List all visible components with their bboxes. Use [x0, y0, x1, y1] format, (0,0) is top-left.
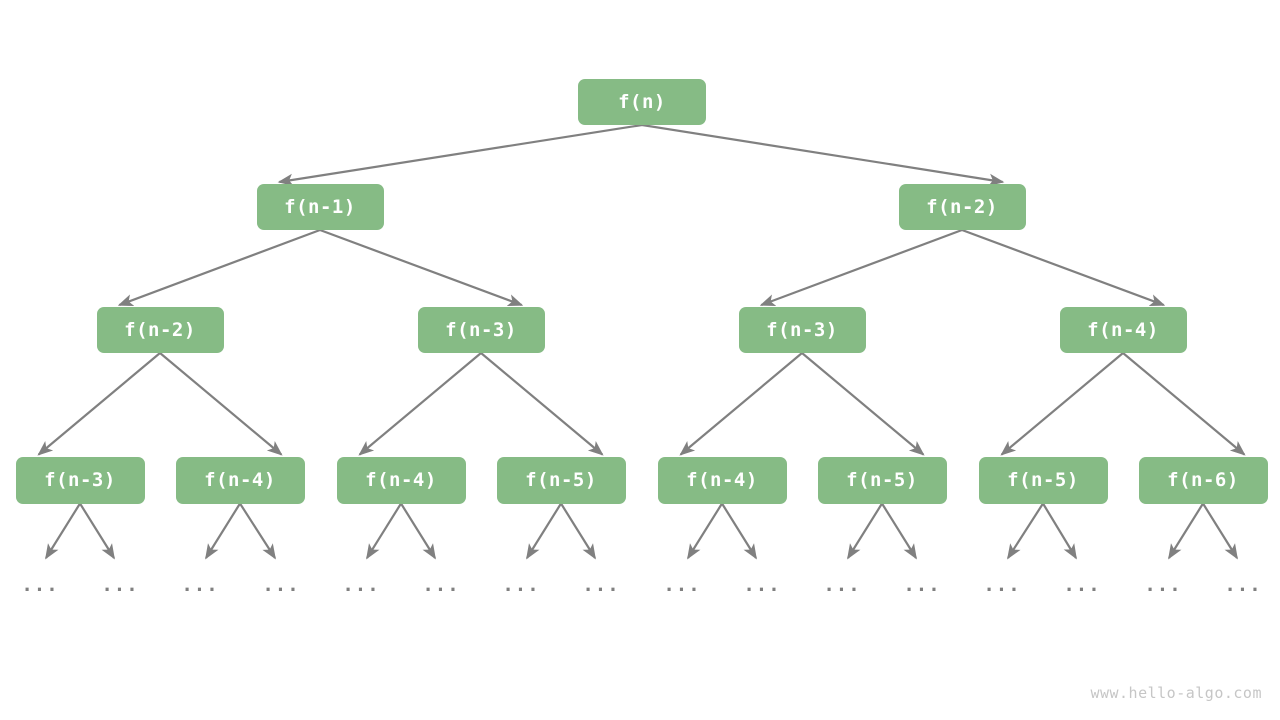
tree-edge-stub [847, 502, 883, 560]
tree-edge [961, 228, 1166, 307]
tree-node-label: f(n-4) [204, 469, 276, 491]
tree-edge-stub [721, 502, 757, 560]
tree-node-label: f(n-4) [686, 469, 758, 491]
tree-node: f(n-4) [336, 456, 466, 504]
ellipsis-marker: ... [342, 574, 380, 596]
ellipsis-marker: ... [823, 574, 861, 596]
tree-edge [679, 352, 803, 456]
tree-edge-stub [881, 502, 917, 560]
tree-edge [37, 352, 161, 456]
ellipsis-marker: ... [903, 574, 941, 596]
tree-edge-stub [1168, 502, 1204, 560]
tree-node: f(n-4) [1059, 307, 1187, 353]
tree-edge [159, 352, 283, 456]
tree-edge [358, 352, 482, 456]
tree-edge-stub [400, 502, 436, 560]
tree-node: f(n-3) [738, 307, 866, 353]
tree-node: f(n-5) [496, 456, 626, 504]
tree-edge [319, 228, 524, 307]
tree-node-label: f(n-5) [525, 469, 597, 491]
tree-edge-stub [205, 502, 241, 560]
tree-edge-stub [1007, 502, 1044, 560]
tree-edge-stub [1202, 502, 1238, 560]
tree-node: f(n) [578, 79, 706, 125]
ellipsis-marker: ... [1063, 574, 1101, 596]
tree-node-label: f(n-2) [926, 196, 998, 218]
tree-edge-stub [45, 502, 81, 560]
tree-node-label: f(n-3) [766, 319, 838, 341]
ellipsis-marker: ... [663, 574, 701, 596]
tree-node-label: f(n-5) [1007, 469, 1079, 491]
tree-node-label: f(n-4) [1087, 319, 1159, 341]
tree-node: f(n-2) [898, 184, 1026, 230]
tree-node: f(n-4) [175, 456, 305, 504]
tree-edge-stub [239, 502, 276, 560]
tree-node-label: f(n-5) [846, 469, 918, 491]
tree-edge [641, 123, 1005, 186]
ellipsis-marker: ... [101, 574, 139, 596]
ellipsis-marker: ... [1144, 574, 1182, 596]
tree-edge-stub [1042, 502, 1077, 560]
tree-node: f(n-6) [1138, 456, 1268, 504]
tree-node-label: f(n-3) [445, 319, 517, 341]
tree-edge [117, 228, 321, 307]
ellipsis-marker: ... [743, 574, 781, 596]
tree-node-label: f(n) [618, 91, 666, 113]
tree-node: f(n-3) [417, 307, 545, 353]
tree-node: f(n-3) [15, 456, 145, 504]
tree-edge [480, 352, 604, 456]
tree-edge [1000, 352, 1124, 456]
tree-node-label: f(n-1) [284, 196, 356, 218]
ellipsis-marker: ... [181, 574, 219, 596]
tree-node: f(n-5) [978, 456, 1108, 504]
ellipsis-marker: ... [582, 574, 620, 596]
tree-node-label: f(n-3) [44, 469, 116, 491]
tree-edge-stub [79, 502, 115, 560]
tree-edge [759, 228, 963, 307]
ellipsis-marker: ... [1224, 574, 1262, 596]
ellipsis-marker: ... [262, 574, 300, 596]
tree-node-label: f(n-6) [1167, 469, 1239, 491]
tree-edge-stub [526, 502, 562, 560]
tree-node-label: f(n-2) [124, 319, 196, 341]
tree-edge-stub [366, 502, 402, 560]
ellipsis-marker: ... [983, 574, 1021, 596]
tree-edge [801, 352, 925, 456]
tree-node: f(n-1) [256, 184, 384, 230]
tree-edge-stub [560, 502, 596, 560]
tree-node: f(n-2) [96, 307, 224, 353]
tree-edge [277, 123, 643, 186]
tree-node-label: f(n-4) [365, 469, 437, 491]
watermark: www.hello-algo.com [1090, 684, 1262, 702]
tree-node: f(n-5) [817, 456, 947, 504]
tree-edge-stub [687, 502, 723, 560]
ellipsis-marker: ... [21, 574, 59, 596]
ellipsis-marker: ... [422, 574, 460, 596]
tree-edge [1122, 352, 1246, 456]
ellipsis-marker: ... [502, 574, 540, 596]
tree-node: f(n-4) [657, 456, 787, 504]
